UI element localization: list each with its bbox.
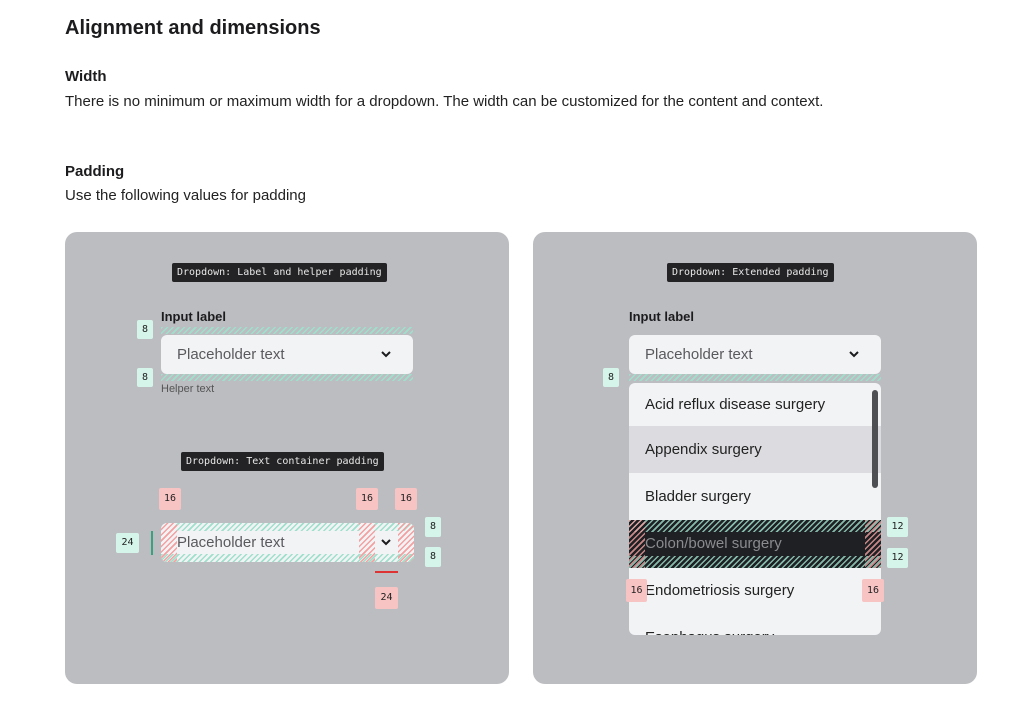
menu-option[interactable]: Acid reflux disease surgery bbox=[645, 396, 826, 413]
spec-tag: Dropdown: Label and helper padding bbox=[172, 263, 387, 282]
spacing-badge: 8 bbox=[425, 517, 441, 537]
chevron-down-icon bbox=[849, 351, 859, 358]
spacing-badge: 16 bbox=[395, 488, 417, 510]
chevron-down-icon bbox=[381, 539, 391, 546]
dropdown-input[interactable]: Placeholder text bbox=[629, 335, 881, 374]
input-label: Input label bbox=[161, 309, 226, 324]
placeholder: Placeholder text bbox=[177, 534, 285, 551]
spacing-hatch bbox=[629, 374, 881, 381]
scrollbar[interactable] bbox=[872, 390, 878, 488]
width-marker bbox=[375, 571, 398, 573]
width-heading: Width bbox=[65, 68, 107, 85]
page-title: Alignment and dimensions bbox=[65, 17, 321, 39]
chevron-down-icon bbox=[381, 351, 391, 358]
spacing-badge: 16 bbox=[356, 488, 378, 510]
input-label: Input label bbox=[629, 309, 694, 324]
padding-heading: Padding bbox=[65, 163, 125, 180]
menu-option-hover[interactable]: Appendix surgery bbox=[629, 426, 881, 473]
placeholder: Placeholder text bbox=[645, 346, 753, 363]
padding-text: Use the following values for padding bbox=[65, 187, 306, 204]
spec-tag: Dropdown: Extended padding bbox=[667, 263, 834, 282]
spacing-badge: 12 bbox=[887, 517, 908, 537]
dropdown-input[interactable]: Placeholder text bbox=[161, 335, 413, 374]
menu-option[interactable]: Endometriosis surgery bbox=[645, 582, 795, 599]
spacing-badge: 8 bbox=[137, 368, 153, 387]
dropdown-menu: Acid reflux disease surgery Appendix sur… bbox=[629, 383, 881, 635]
menu-option-selected[interactable]: Colon/bowel surgery bbox=[629, 520, 881, 568]
spacing-badge: 8 bbox=[603, 368, 619, 387]
spacing-badge: 24 bbox=[116, 533, 139, 553]
spec-tag: Dropdown: Text container padding bbox=[181, 452, 384, 471]
menu-option[interactable]: Bladder surgery bbox=[645, 488, 751, 505]
width-text: There is no minimum or maximum width for… bbox=[65, 93, 824, 110]
height-marker bbox=[151, 531, 153, 555]
spacing-badge: 8 bbox=[425, 547, 441, 567]
placeholder: Placeholder text bbox=[177, 346, 285, 363]
helper-text: Helper text bbox=[161, 383, 215, 395]
spacing-badge: 8 bbox=[137, 320, 153, 339]
spacing-badge: 12 bbox=[887, 548, 908, 568]
menu-option[interactable]: Esophagus surgery bbox=[629, 623, 881, 635]
spacing-hatch bbox=[161, 374, 413, 381]
spacing-badge: 16 bbox=[159, 488, 181, 510]
spacing-badge: 24 bbox=[375, 587, 398, 609]
dropdown-input[interactable]: Placeholder text bbox=[161, 523, 414, 562]
spacing-badge: 16 bbox=[862, 579, 884, 602]
spacing-hatch bbox=[161, 327, 413, 334]
spacing-badge: 16 bbox=[626, 579, 647, 602]
